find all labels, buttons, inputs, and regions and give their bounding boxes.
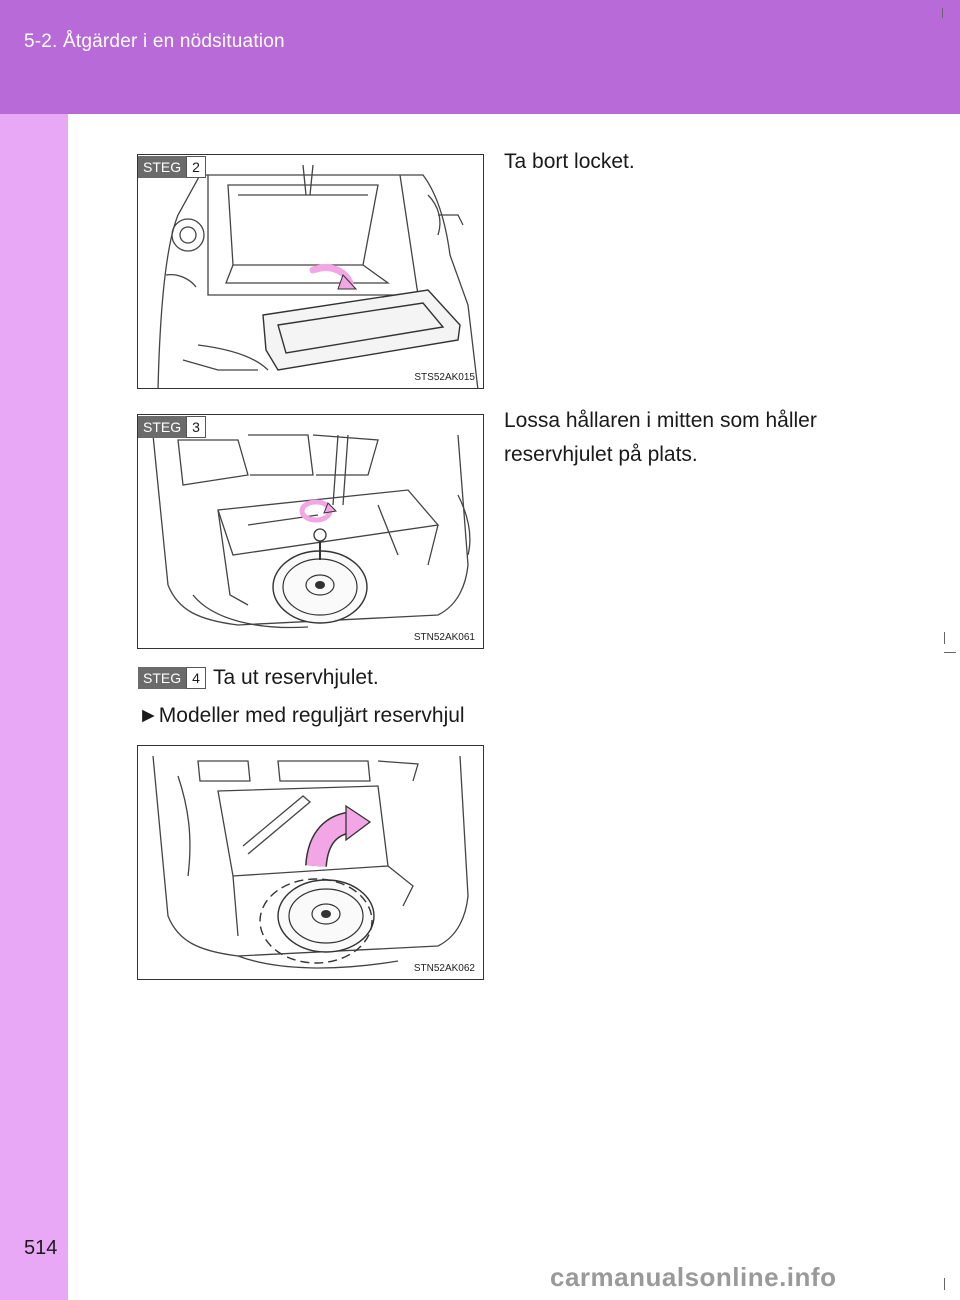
side-strip [0, 114, 68, 1300]
figure-code: STN52AK061 [413, 632, 475, 643]
step-badge-3: STEG 3 [138, 416, 206, 438]
illustration-remove-spare-wheel [152, 755, 469, 969]
figure-loosen-holder: STN52AK061 [137, 414, 484, 649]
crop-mark [942, 8, 943, 18]
step-number: 2 [186, 156, 206, 178]
step-badge-2: STEG 2 [138, 156, 206, 178]
figure-remove-cover: STS52AK015 [137, 154, 484, 389]
step-label: STEG [138, 416, 187, 438]
subsection-heading: ►Modeller med reguljärt reservhjul [138, 699, 465, 733]
page-number: 514 [24, 1237, 58, 1259]
section-title: 5-2. Åtgärder i en nödsituation [24, 31, 285, 52]
step-2-instruction: Ta bort locket. [504, 150, 635, 173]
step-3-instruction-line1: Lossa hållaren i mitten som håller [504, 409, 817, 432]
crop-mark [944, 1278, 945, 1290]
section-header: 5-2. Åtgärder i en nödsituation [0, 0, 960, 114]
illustration-trunk-open [157, 164, 479, 388]
step-label: STEG [138, 667, 187, 689]
step-number: 3 [186, 416, 206, 438]
subsection-text: Modeller med reguljärt reservhjul [158, 704, 465, 727]
step-label: STEG [138, 156, 187, 178]
watermark: carmanualsonline.info [550, 1262, 837, 1292]
figure-take-out-spare: STN52AK062 [137, 745, 484, 980]
step-number: 4 [186, 667, 206, 689]
crop-mark [944, 652, 956, 653]
figure-code: STN52AK062 [413, 963, 475, 974]
figure-code: STS52AK015 [414, 372, 475, 383]
step-badge-4: STEG 4 [138, 667, 206, 689]
triangle-marker-icon: ► [138, 704, 159, 727]
step-4-instruction: Ta ut reservhjulet. [213, 666, 379, 689]
crop-mark [944, 632, 945, 644]
step-3-instruction-line2: reservhjulet på plats. [504, 443, 698, 466]
illustration-trunk-spare-holder [152, 434, 471, 629]
